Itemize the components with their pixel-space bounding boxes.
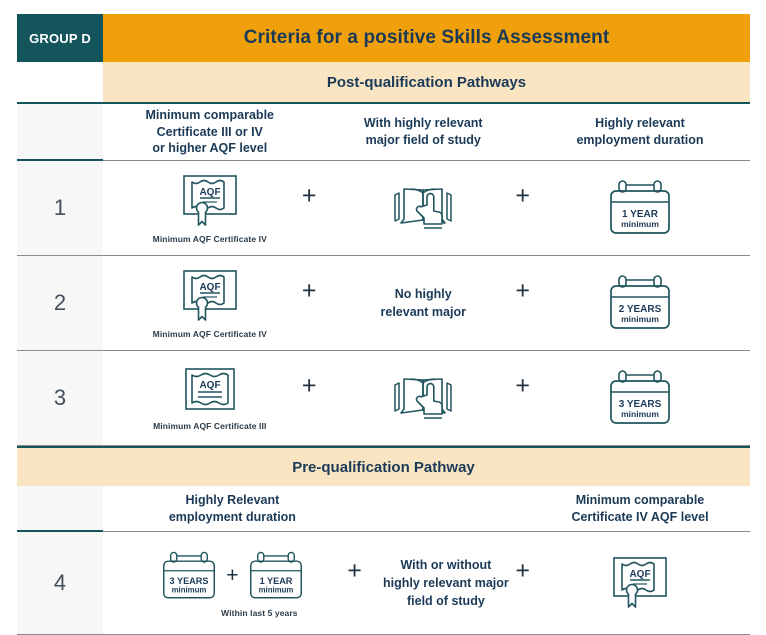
operator-plus-inner: + <box>226 563 239 587</box>
calendar-subtitle: minimum <box>172 585 207 594</box>
post-qualification-banner: Post-qualification Pathways <box>103 62 750 102</box>
calendar-subtitle: minimum <box>621 219 659 229</box>
aqf-certificate-with-seal-icon: AQF <box>178 173 242 229</box>
aqf-certificate-with-seal-icon: AQF <box>178 268 242 324</box>
table-row: 4 3 YEARS minimum <box>17 532 750 635</box>
row2-employment-cell: 2 YEARS minimum <box>530 256 750 350</box>
pre-column-header-employment: Highly Relevant employment duration <box>103 492 362 526</box>
calendar-title: 2 YEARS <box>619 304 662 315</box>
calendar-subtitle: minimum <box>621 314 659 324</box>
row-number: 4 <box>17 532 103 635</box>
calendar-icon: 2 YEARS minimum <box>605 272 675 334</box>
col1-line1: Minimum comparable <box>145 107 275 122</box>
pre-col1-line2: employment duration <box>168 509 296 524</box>
svg-text:AQF: AQF <box>199 380 220 391</box>
calendar-icon: 3 YEARS minimum <box>605 367 675 429</box>
row3-qualification-cell: AQF Minimum AQF Certificate III <box>103 351 317 445</box>
post-column-headers: Minimum comparable Certificate III or IV… <box>17 102 750 161</box>
column-header-employment: Highly relevant employment duration <box>530 104 750 160</box>
aqf-certificate-with-seal-icon: AQF <box>608 554 672 612</box>
table-row: 3 AQF Minimum AQF Certificate III + <box>17 351 750 446</box>
row4-qualification-cell: AQF <box>530 532 750 634</box>
number-column-header <box>17 104 103 161</box>
skills-assessment-table: GROUP D Criteria for a positive Skills A… <box>17 14 750 635</box>
table-row: 2 AQF Minimum AQF Certificate IV + <box>17 256 750 351</box>
svg-text:AQF: AQF <box>199 187 220 198</box>
column-header-qualification: Minimum comparable Certificate III or IV… <box>103 104 317 160</box>
col3-line2: employment duration <box>576 133 704 147</box>
row4-major-line3: field of study <box>407 594 485 609</box>
row4-major-line1: With or without <box>400 557 492 572</box>
pre-qualification-banner: Pre-qualification Pathway <box>17 446 750 486</box>
row2-major-line1: No highly <box>394 286 452 301</box>
row2-major-cell: No highly relevant major <box>317 256 531 350</box>
svg-text:AQF: AQF <box>629 569 650 580</box>
row1-qualification-cell: AQF Minimum AQF Certificate IV <box>103 161 317 255</box>
calendar-icon: 3 YEARS minimum <box>158 549 220 603</box>
table-row: 1 AQF Minimum AQF Certificate IV + <box>17 161 750 256</box>
calendar-title: 1 YEAR <box>259 575 292 585</box>
calendar-subtitle: minimum <box>621 409 659 419</box>
column-header-major: With highly relevant major field of stud… <box>317 104 531 160</box>
aqf-certificate-plain-icon: AQF <box>178 366 242 416</box>
row4-major-line2: highly relevant major <box>383 575 509 590</box>
col1-line3: or higher AQF level <box>152 141 268 156</box>
page-title: Criteria for a positive Skills Assessmen… <box>103 14 750 62</box>
col1-line2: Certificate III or IV <box>156 124 263 139</box>
group-badge: GROUP D <box>17 14 103 62</box>
calendar-subtitle: minimum <box>258 585 293 594</box>
row-number: 3 <box>17 351 103 446</box>
pre-col3-line2: Certificate IV AQF level <box>571 509 709 524</box>
row2-qualification-cell: AQF Minimum AQF Certificate IV <box>103 256 317 350</box>
open-book-with-hand-icon <box>392 369 454 427</box>
row4-employment-cell: 3 YEARS minimum + 1 YEAR <box>103 532 362 634</box>
calendar-title: 1 YEAR <box>622 209 659 220</box>
col2-line2: major field of study <box>365 133 481 147</box>
row-number: 2 <box>17 256 103 351</box>
number-column-header <box>17 486 103 532</box>
svg-text:AQF: AQF <box>199 282 220 293</box>
row4-major-cell: With or without highly relevant major fi… <box>362 532 530 634</box>
pre-col3-line1: Minimum comparable <box>575 492 705 507</box>
calendar-icon: 1 YEAR minimum <box>245 549 307 603</box>
col3-line1: Highly relevant <box>595 116 685 131</box>
pre-column-headers: Highly Relevant employment duration Mini… <box>17 486 750 532</box>
row-number: 1 <box>17 161 103 256</box>
row1-major-cell <box>317 161 531 255</box>
row4-caption: Within last 5 years <box>221 607 298 618</box>
pre-col1-line1: Highly Relevant <box>185 492 280 507</box>
row2-major-line2: relevant major <box>380 305 466 319</box>
row3-major-cell <box>317 351 531 445</box>
calendar-title: 3 YEARS <box>619 399 662 410</box>
calendar-title: 3 YEARS <box>170 575 209 585</box>
certificate-caption: Minimum AQF Certificate IV <box>152 328 267 339</box>
row3-employment-cell: 3 YEARS minimum <box>530 351 750 445</box>
calendar-icon: 1 YEAR minimum <box>605 177 675 239</box>
certificate-caption: Minimum AQF Certificate IV <box>152 233 267 244</box>
row1-employment-cell: 1 YEAR minimum <box>530 161 750 255</box>
table-header: GROUP D Criteria for a positive Skills A… <box>17 14 750 62</box>
open-book-with-hand-icon <box>392 179 454 237</box>
col2-line1: With highly relevant <box>363 116 483 131</box>
pre-column-header-qualification: Minimum comparable Certificate IV AQF le… <box>530 492 750 526</box>
certificate-caption: Minimum AQF Certificate III <box>153 420 267 431</box>
